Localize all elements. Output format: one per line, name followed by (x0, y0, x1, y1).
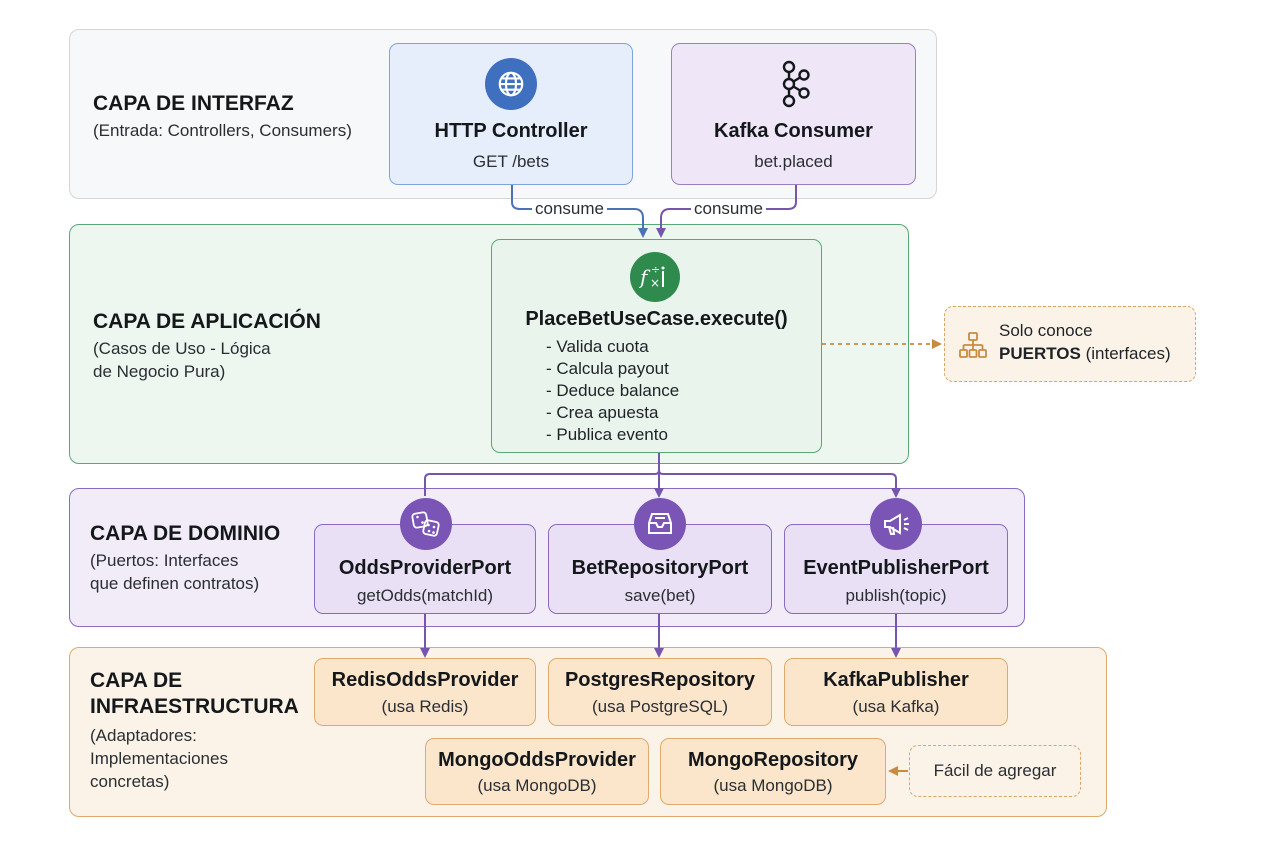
interface-layer-title: CAPA DE INTERFAZ (93, 92, 294, 115)
ports-only-note: Solo conoce PUERTOS (interfaces) (944, 306, 1196, 382)
http-controller-box[interactable]: HTTP Controller GET /bets (389, 43, 633, 185)
use-case-step: - Publica evento (546, 425, 668, 444)
mongo-repository-detail: (usa MongoDB) (713, 776, 833, 795)
use-case-title: PlaceBetUseCase.execute() (525, 308, 788, 330)
mongo-repository-box[interactable]: MongoRepository (usa MongoDB) (660, 738, 886, 805)
redis-odds-provider-title: RedisOddsProvider (331, 669, 519, 691)
globe-icon (485, 58, 537, 110)
mongo-odds-provider-title: MongoOddsProvider (438, 749, 636, 771)
easy-to-add-text: Fácil de agregar (933, 761, 1057, 780)
kafka-consumer-box[interactable]: Kafka Consumer bet.placed (671, 43, 916, 185)
inbox-icon (634, 498, 686, 550)
use-case-step: - Crea apuesta (546, 403, 659, 422)
kafka-publisher-title: KafkaPublisher (823, 669, 969, 691)
svg-text:×: × (650, 276, 660, 290)
postgres-repository-title: PostgresRepository (564, 669, 756, 691)
megaphone-icon (870, 498, 922, 550)
use-case-box[interactable]: f ÷ × PlaceBetUseCase.execute() - Valida… (491, 239, 822, 453)
infrastructure-layer-subtitle-line3: concretas) (90, 772, 170, 791)
domain-layer-title: CAPA DE DOMINIO (90, 522, 281, 545)
hierarchy-icon (958, 331, 988, 364)
infrastructure-layer-subtitle-line1: (Adaptadores: (90, 726, 197, 745)
odds-provider-port-box[interactable]: OddsProviderPort getOdds(matchId) (314, 524, 536, 614)
kafka-publisher-box[interactable]: KafkaPublisher (usa Kafka) (784, 658, 1008, 726)
consume-label-http: consume (532, 199, 607, 219)
ports-note-line2: PUERTOS (interfaces) (999, 344, 1171, 364)
event-publisher-port-title: EventPublisherPort (803, 557, 989, 579)
ports-note-line1: Solo conoce (999, 321, 1093, 340)
postgres-repository-detail: (usa PostgreSQL) (591, 697, 729, 716)
ports-note-rest: (interfaces) (1080, 344, 1171, 363)
infrastructure-layer-subtitle-line2: Implementaciones (90, 749, 228, 768)
kafka-consumer-detail: bet.placed (754, 152, 833, 171)
mongo-odds-provider-detail: (usa MongoDB) (477, 776, 597, 795)
dice-icon (400, 498, 452, 550)
mongo-repository-title: MongoRepository (688, 749, 858, 771)
consume-label-kafka: consume (691, 199, 766, 219)
application-layer-subtitle-line1: (Casos de Uso - Lógica (93, 339, 271, 358)
redis-odds-provider-box[interactable]: RedisOddsProvider (usa Redis) (314, 658, 536, 726)
use-case-step: - Valida cuota (546, 337, 649, 356)
infrastructure-layer-title-line1: CAPA DE (90, 669, 183, 692)
svg-text:÷: ÷ (651, 263, 660, 276)
domain-layer-subtitle-line2: que definen contratos) (90, 574, 260, 593)
usecase-to-ports-arrows (424, 453, 896, 496)
redis-odds-provider-detail: (usa Redis) (381, 697, 469, 716)
application-layer-title: CAPA DE APLICACIÓN (93, 310, 321, 333)
easy-to-add-note: Fácil de agregar (909, 745, 1081, 797)
application-layer-subtitle-line2: de Negocio Pura) (93, 362, 226, 381)
kafka-icon (768, 58, 820, 110)
kafka-publisher-detail: (usa Kafka) (852, 697, 940, 716)
domain-layer-subtitle-line1: (Puertos: Interfaces (90, 551, 239, 570)
ports-note-bold: PUERTOS (999, 344, 1081, 363)
use-case-step: - Deduce balance (546, 381, 680, 400)
bet-repository-port-title: BetRepositoryPort (571, 557, 749, 579)
function-icon: f ÷ × (630, 252, 680, 302)
kafka-consumer-title: Kafka Consumer (714, 120, 873, 142)
http-controller-title: HTTP Controller (434, 120, 588, 142)
postgres-repository-box[interactable]: PostgresRepository (usa PostgreSQL) (548, 658, 772, 726)
odds-provider-port-title: OddsProviderPort (338, 557, 512, 579)
event-publisher-port-detail: publish(topic) (845, 586, 947, 605)
use-case-steps: - Valida cuota - Calcula payout - Deduce… (546, 336, 679, 446)
http-controller-detail: GET /bets (472, 152, 550, 171)
bet-repository-port-detail: save(bet) (624, 586, 696, 605)
odds-provider-port-detail: getOdds(matchId) (356, 586, 494, 605)
mongo-odds-provider-box[interactable]: MongoOddsProvider (usa MongoDB) (425, 738, 649, 805)
interface-layer-subtitle: (Entrada: Controllers, Consumers) (93, 121, 352, 140)
infrastructure-layer-title-line2: INFRAESTRUCTURA (90, 695, 299, 718)
use-case-step: - Calcula payout (546, 359, 669, 378)
